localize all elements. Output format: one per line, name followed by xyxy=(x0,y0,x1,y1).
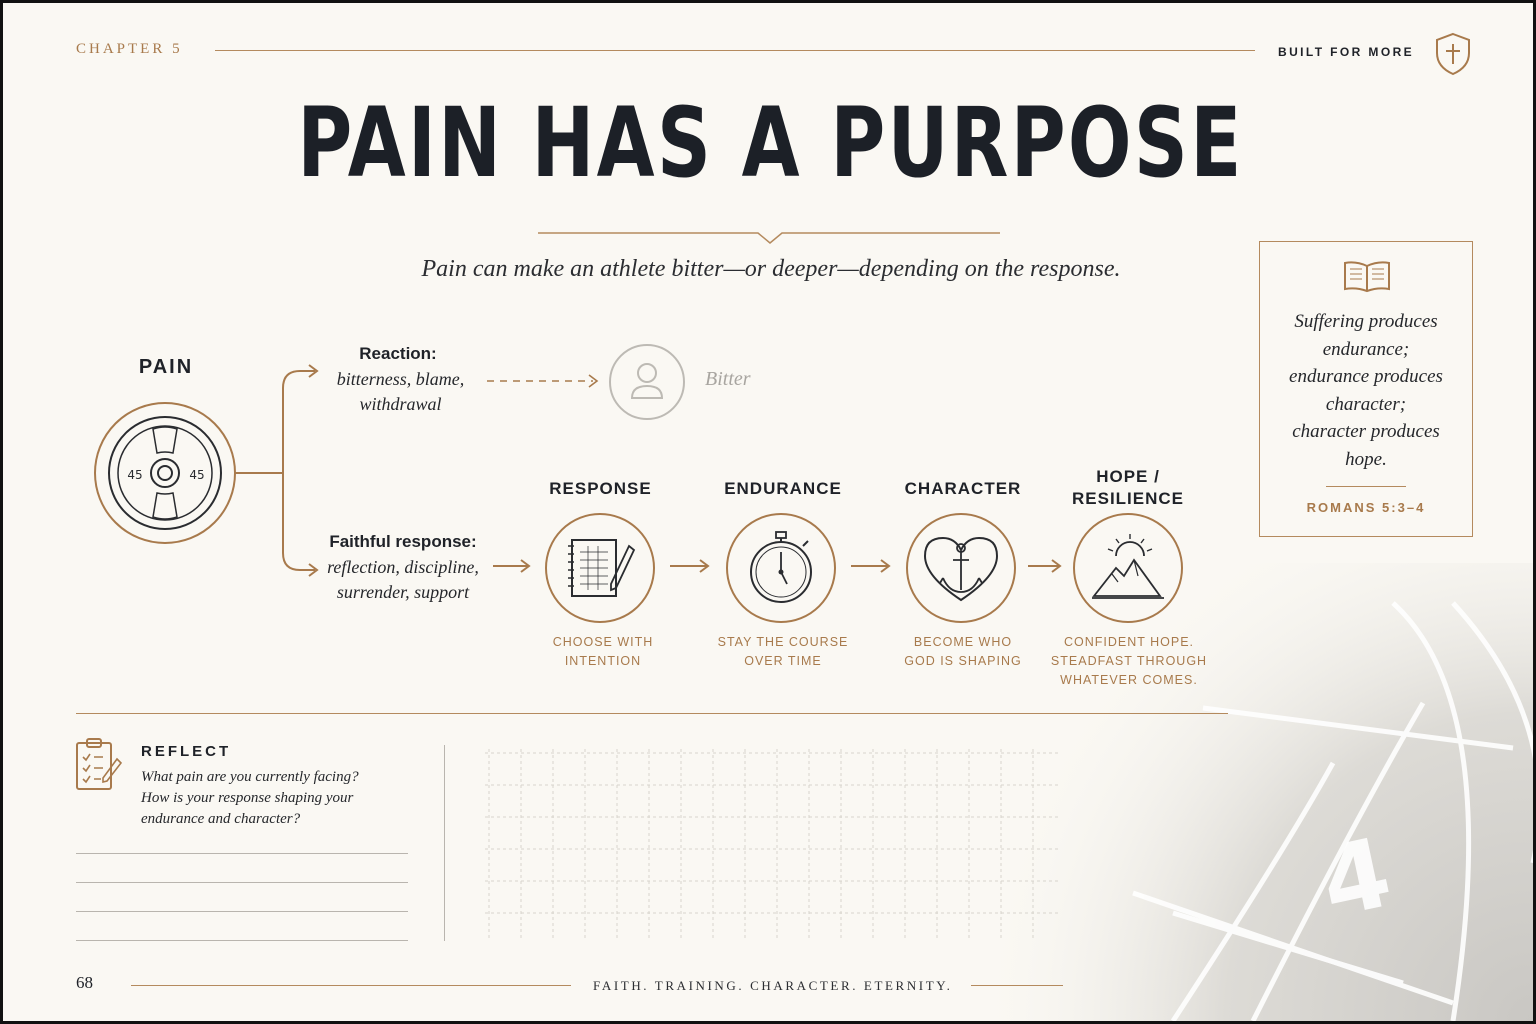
step-desc-line: BECOME WHO xyxy=(913,635,1013,649)
header-rule xyxy=(215,50,1255,51)
writing-line[interactable] xyxy=(76,940,408,941)
faithful-heading: Faithful response: xyxy=(329,532,477,551)
title-divider xyxy=(538,232,1000,244)
scripture-line: Suffering produces xyxy=(1294,311,1438,332)
chapter-label: CHAPTER 5 xyxy=(76,41,183,57)
clipboard-checklist-icon xyxy=(76,738,123,790)
footer-rule-right xyxy=(971,985,1063,986)
plate-weight-left: 45 xyxy=(127,468,142,482)
step-desc-character: BECOME WHO GOD IS SHAPING xyxy=(883,633,1043,671)
branch-connector xyxy=(282,364,319,577)
mountain-sunrise-icon xyxy=(1073,513,1183,623)
footer-motto: FAITH. TRAINING. CHARACTER. ETERNITY. xyxy=(593,978,953,993)
writing-line[interactable] xyxy=(76,853,408,854)
scripture-box: Suffering produces endurance; endurance … xyxy=(1259,241,1473,537)
reflect-line: endurance and character? xyxy=(141,811,301,827)
reflect-separator xyxy=(444,745,445,941)
step-title-hope: HOPE / RESILIENCE xyxy=(1048,466,1208,510)
dashed-arrow xyxy=(487,374,599,388)
step-arrows xyxy=(493,559,1062,573)
reflect-heading: REFLECT xyxy=(141,743,232,760)
pain-label: PAIN xyxy=(138,356,194,378)
step-title-character: CHARACTER xyxy=(904,479,1022,498)
step-desc-line: INTENTION xyxy=(564,654,642,668)
scripture-line: character produces xyxy=(1292,421,1440,442)
reflect-line: What pain are you currently facing? xyxy=(141,769,359,785)
scripture-line: hope. xyxy=(1345,448,1387,470)
faithful-line: surrender, support xyxy=(336,582,470,602)
stopwatch-icon xyxy=(726,513,836,623)
step-title-line: RESILIENCE xyxy=(1071,489,1185,508)
reaction-line: withdrawal xyxy=(359,394,442,414)
faithful-description: reflection, discipline, surrender, suppo… xyxy=(313,555,493,605)
reflect-prompt: What pain are you currently facing? How … xyxy=(141,767,411,830)
footer-rule-left xyxy=(131,985,571,986)
reaction-heading: Reaction: xyxy=(359,344,437,363)
step-desc-endurance: STAY THE COURSE OVER TIME xyxy=(703,633,863,671)
scripture-quote: Suffering produces endurance; endurance … xyxy=(1270,308,1462,473)
section-divider xyxy=(76,713,1228,714)
scripture-line: endurance produces xyxy=(1289,366,1443,387)
step-title-endurance: ENDURANCE xyxy=(724,479,842,498)
running-track-background: 4 xyxy=(963,563,1533,1021)
bitter-outcome: Bitter xyxy=(705,368,751,390)
step-desc-line: STEADFAST THROUGH xyxy=(1050,654,1208,668)
scripture-line: endurance; xyxy=(1322,338,1410,360)
page-subtitle: Pain can make an athlete bitter—or deepe… xyxy=(421,256,1121,282)
plate-weight-right: 45 xyxy=(189,468,204,482)
faithful-line: reflection, discipline, xyxy=(327,557,479,577)
reaction-description: bitterness, blame, withdrawal xyxy=(313,367,488,417)
scripture-reference: ROMANS 5:3–4 xyxy=(1306,500,1426,515)
heart-anchor-icon xyxy=(906,513,1016,623)
open-book-icon xyxy=(1344,261,1390,293)
step-desc-line: WHATEVER COMES. xyxy=(1060,673,1198,687)
person-icon xyxy=(609,344,685,420)
step-desc-line: OVER TIME xyxy=(744,654,822,668)
reflect-line: How is your response shaping your xyxy=(141,790,354,806)
page-title: PAIN HAS A PURPOSE xyxy=(297,87,1244,199)
writing-line[interactable] xyxy=(76,882,408,883)
weight-plate-icon: 45 45 xyxy=(94,402,283,544)
step-desc-response: CHOOSE WITH INTENTION xyxy=(523,633,683,671)
reaction-line: bitterness, blame, xyxy=(336,369,465,389)
step-desc-line: STAY THE COURSE xyxy=(717,635,849,649)
page-number: 68 xyxy=(76,973,93,992)
step-desc-line: CONFIDENT HOPE. xyxy=(1063,635,1195,649)
scripture-rule xyxy=(1326,486,1406,487)
step-title-line: HOPE / xyxy=(1096,467,1160,486)
journal-pen-icon xyxy=(545,513,655,623)
shield-cross-icon xyxy=(1436,32,1470,76)
step-title-response: RESPONSE xyxy=(549,479,652,498)
scripture-line: character; xyxy=(1325,393,1407,415)
step-desc-line: CHOOSE WITH xyxy=(552,635,654,649)
writing-line[interactable] xyxy=(76,911,408,912)
step-desc-line: GOD IS SHAPING xyxy=(904,654,1022,668)
step-desc-hope: CONFIDENT HOPE. STEADFAST THROUGH WHATEV… xyxy=(1043,633,1215,690)
workbook-page: 4 CHAPTER 5 BUILT FOR MORE PAIN HAS A PU… xyxy=(3,3,1533,1021)
book-tagline: BUILT FOR MORE xyxy=(1278,45,1415,59)
notes-grid[interactable] xyxy=(483,747,1063,941)
